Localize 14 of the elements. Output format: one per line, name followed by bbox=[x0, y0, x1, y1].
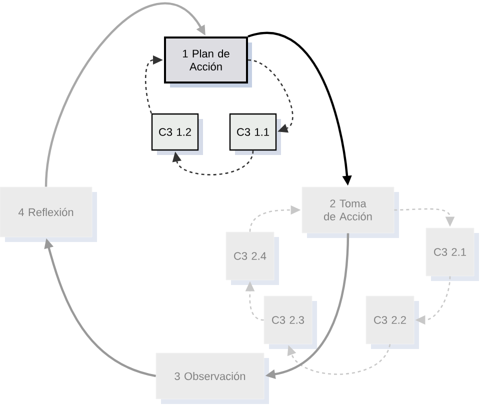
process-box: 4 Reflexión bbox=[0, 186, 97, 242]
arrow bbox=[172, 150, 254, 176]
arrow bbox=[287, 344, 391, 375]
arrow bbox=[248, 59, 294, 133]
process-box: 2 Toma de Acción bbox=[302, 186, 399, 238]
process-box: 3 Observación bbox=[156, 352, 269, 404]
process-box: C3 2.3 bbox=[264, 296, 317, 349]
process-box: C3 1.1 bbox=[229, 113, 281, 155]
process-box: C3 2.2 bbox=[366, 296, 419, 349]
process-box: C3 2.4 bbox=[226, 232, 279, 285]
process-box: 1 Plan de Acción bbox=[164, 36, 252, 88]
process-box: C3 2.1 bbox=[426, 228, 479, 281]
arrow bbox=[44, 3, 206, 187]
process-box: C3 1.2 bbox=[151, 113, 203, 155]
